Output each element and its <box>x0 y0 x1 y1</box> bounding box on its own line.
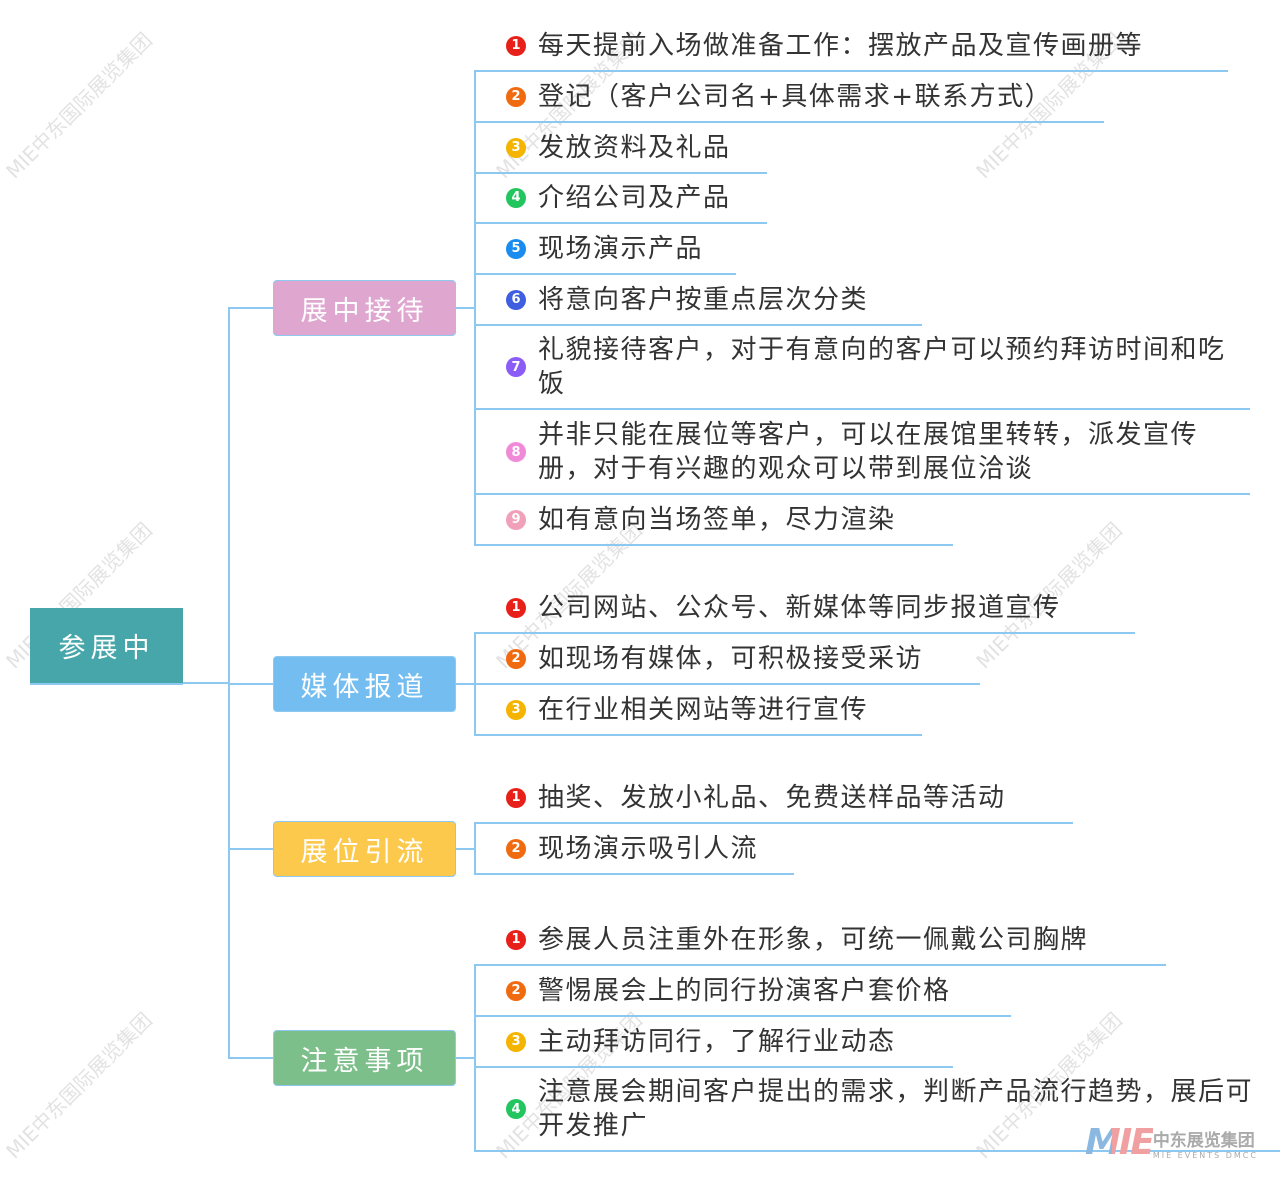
number-badge-icon: 4 <box>506 187 526 208</box>
connector-line <box>455 848 475 850</box>
leaf-item[interactable]: 3 发放资料及礼品 <box>474 123 767 174</box>
connector-line <box>228 848 274 850</box>
logo-mark: MIE <box>1085 1122 1155 1163</box>
leaf-item[interactable]: 6 将意向客户按重点层次分类 <box>474 275 922 326</box>
leaf-item[interactable]: 2 如现场有媒体，可积极接受采访 <box>474 634 980 685</box>
number-badge-icon: 2 <box>506 648 526 669</box>
branch-node[interactable]: 媒体报道 <box>273 656 456 712</box>
connector-line <box>228 307 274 309</box>
number-badge-icon: 3 <box>506 137 526 158</box>
number-badge-icon: 1 <box>506 597 526 618</box>
leaf-item[interactable]: 8 并非只能在展位等客户，可以在展馆里转转，派发宣传册，对于有兴趣的观众可以带到展… <box>474 411 1250 495</box>
connector-line <box>228 683 274 685</box>
number-badge-icon: 1 <box>506 787 526 808</box>
watermark-text: MIE中东国际展览集团 <box>1 1007 157 1164</box>
number-badge-icon: 1 <box>506 35 526 56</box>
leaf-item[interactable]: 3 主动拜访同行，了解行业动态 <box>474 1017 953 1068</box>
logo-en-text: MIE EVENTS DMCC <box>1152 1150 1258 1160</box>
leaf-text: 每天提前入场做准备工作：摆放产品及宣传画册等 <box>538 30 1144 61</box>
leaf-item[interactable]: 1 公司网站、公众号、新媒体等同步报道宣传 <box>474 583 1135 634</box>
branch-node[interactable]: 注意事项 <box>273 1030 456 1086</box>
connector-line <box>474 822 476 875</box>
leaf-text: 主动拜访同行，了解行业动态 <box>538 1026 896 1057</box>
leaf-text: 礼貌接待客户，对于有意向的客户可以预约拜访时间和吃饭 <box>538 335 1226 399</box>
number-badge-icon: 2 <box>506 838 526 859</box>
branch-node[interactable]: 展中接待 <box>273 280 456 336</box>
connector-line <box>455 1057 475 1059</box>
number-badge-icon: 8 <box>506 442 526 462</box>
leaf-item[interactable]: 2 登记（客户公司名+具体需求+联系方式） <box>474 72 1104 123</box>
leaf-text: 将意向客户按重点层次分类 <box>538 284 869 315</box>
leaf-item[interactable]: 2 现场演示吸引人流 <box>474 824 794 875</box>
connector-line <box>228 1057 274 1059</box>
number-badge-icon: 2 <box>506 980 526 1001</box>
number-badge-icon: 4 <box>506 1099 526 1119</box>
leaf-text: 现场演示产品 <box>538 233 704 264</box>
leaf-text: 警惕展会上的同行扮演客户套价格 <box>538 975 951 1006</box>
leaf-text: 现场演示吸引人流 <box>538 833 759 864</box>
leaf-text: 注意展会期间客户提出的需求，判断产品流行趋势，展后可开发推广 <box>538 1077 1254 1141</box>
logo-cn-text: 中东展览集团 <box>1152 1130 1255 1151</box>
leaf-item[interactable]: 5 现场演示产品 <box>474 224 736 275</box>
number-badge-icon: 7 <box>506 357 526 377</box>
leaf-item[interactable]: 7 礼貌接待客户，对于有意向的客户可以预约拜访时间和吃饭 <box>474 326 1250 410</box>
leaf-item[interactable]: 2 警惕展会上的同行扮演客户套价格 <box>474 966 1011 1017</box>
connector-line <box>474 70 476 546</box>
leaf-text: 如现场有媒体，可积极接受采访 <box>538 643 924 674</box>
leaf-item[interactable]: 1 抽奖、发放小礼品、免费送样品等活动 <box>474 773 1073 824</box>
leaf-text: 登记（客户公司名+具体需求+联系方式） <box>538 81 1053 112</box>
number-badge-icon: 9 <box>506 509 526 530</box>
leaf-text: 公司网站、公众号、新媒体等同步报道宣传 <box>538 592 1061 623</box>
leaf-text: 在行业相关网站等进行宣传 <box>538 694 869 725</box>
leaf-text: 参展人员注重外在形象，可统一佩戴公司胸牌 <box>538 924 1089 955</box>
number-badge-icon: 3 <box>506 699 526 720</box>
connector-line <box>474 964 476 1152</box>
leaf-item[interactable]: 4 注意展会期间客户提出的需求，判断产品流行趋势，展后可开发推广 <box>474 1068 1280 1152</box>
leaf-item[interactable]: 1 每天提前入场做准备工作：摆放产品及宣传画册等 <box>474 21 1228 72</box>
connector-line <box>455 683 475 685</box>
number-badge-icon: 5 <box>506 238 526 259</box>
number-badge-icon: 3 <box>506 1031 526 1052</box>
number-badge-icon: 1 <box>506 929 526 950</box>
connector-line <box>455 307 475 309</box>
leaf-text: 抽奖、发放小礼品、免费送样品等活动 <box>538 782 1006 813</box>
branch-node[interactable]: 展位引流 <box>273 821 456 877</box>
connector-line <box>183 682 229 684</box>
watermark-text: MIE中东国际展览集团 <box>1 27 157 184</box>
number-badge-icon: 2 <box>506 86 526 107</box>
leaf-text: 发放资料及礼品 <box>538 132 731 163</box>
leaf-item[interactable]: 1 参展人员注重外在形象，可统一佩戴公司胸牌 <box>474 915 1166 966</box>
leaf-item[interactable]: 9 如有意向当场签单，尽力渲染 <box>474 495 953 546</box>
leaf-text: 如有意向当场签单，尽力渲染 <box>538 504 896 535</box>
leaf-text: 并非只能在展位等客户，可以在展馆里转转，派发宣传册，对于有兴趣的观众可以带到展位… <box>538 420 1199 484</box>
leaf-item[interactable]: 3 在行业相关网站等进行宣传 <box>474 685 922 736</box>
number-badge-icon: 6 <box>506 289 526 310</box>
leaf-text: 介绍公司及产品 <box>538 182 731 213</box>
leaf-item[interactable]: 4 介绍公司及产品 <box>474 173 767 224</box>
root-node[interactable]: 参展中 <box>30 608 183 685</box>
